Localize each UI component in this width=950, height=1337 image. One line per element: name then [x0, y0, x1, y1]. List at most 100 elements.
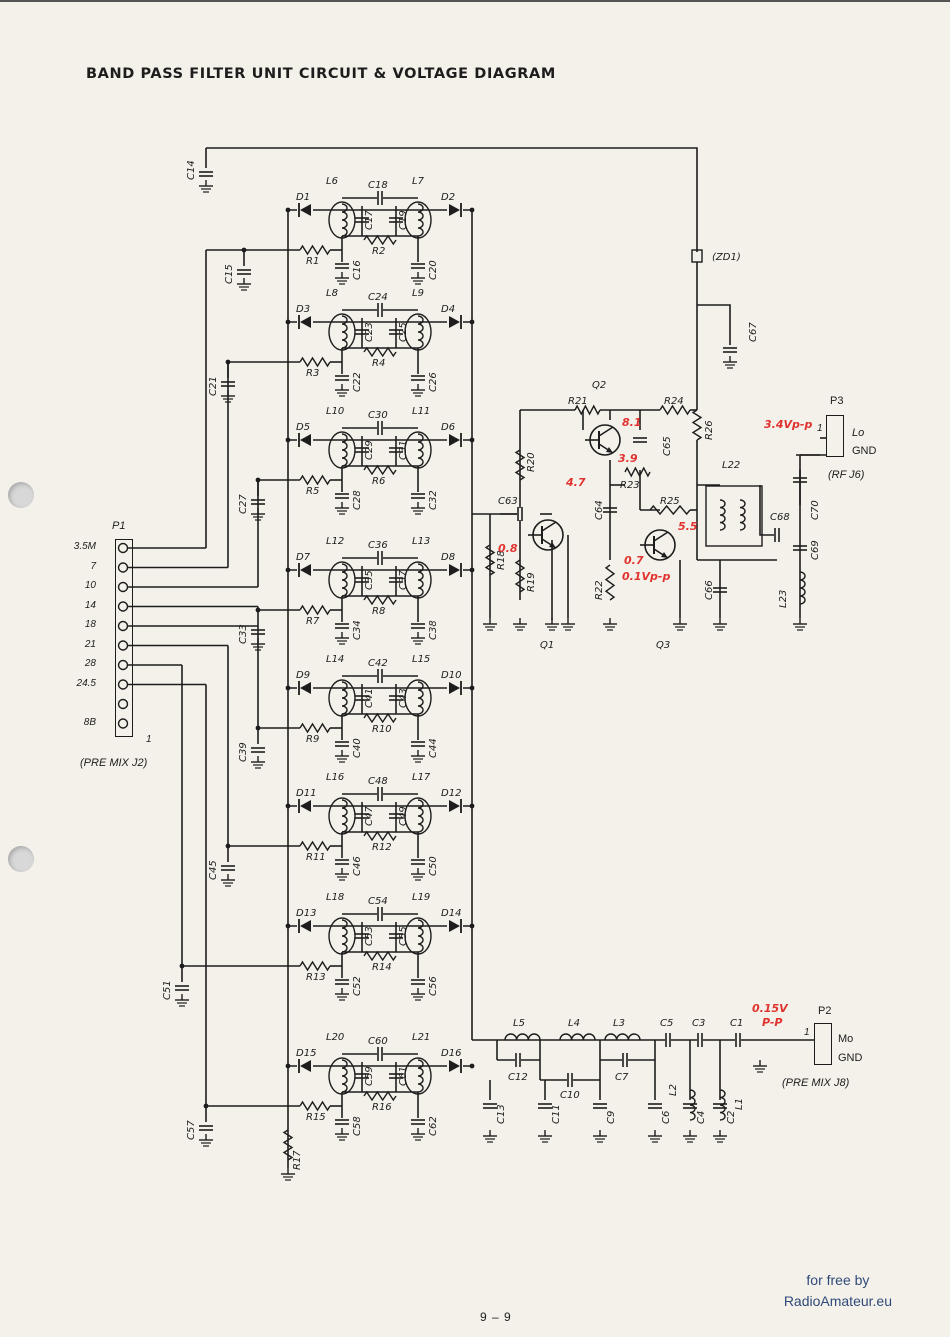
resistor [363, 346, 397, 358]
resistor-label: R13 [306, 972, 326, 983]
r26-label: R26 [704, 420, 715, 440]
ground-symbol [251, 756, 265, 769]
capacitor-label: C27 [238, 494, 249, 514]
voltage-p3-output: 3.4Vp-p [764, 418, 812, 431]
lowpass-coil [604, 1033, 641, 1041]
r25-label: R25 [660, 496, 680, 507]
capacitor-label: C35 [364, 570, 375, 590]
diode-label: D2 [441, 192, 455, 203]
junction-dot [285, 803, 291, 809]
coil-label: L13 [412, 536, 430, 547]
c68-label: C68 [770, 512, 790, 523]
coil-label: L11 [412, 406, 430, 417]
capacitor-label: C28 [352, 490, 363, 510]
ground-symbol [335, 272, 349, 285]
p1-pin-terminal [117, 698, 129, 710]
diode [297, 203, 313, 217]
l23-label: L23 [778, 590, 789, 608]
coupling-capacitor [377, 551, 383, 565]
ground-symbol [335, 632, 349, 645]
ground-symbol [673, 618, 687, 631]
coil-label: L7 [412, 176, 425, 187]
credit-line2[interactable]: RadioAmateur.eu [783, 1293, 892, 1309]
lowpass-coil-label: L5 [513, 1018, 525, 1029]
p2-label: P2 [818, 1005, 832, 1017]
p1-pin-label: 18 [84, 619, 96, 630]
capacitor-label: C33 [238, 624, 249, 644]
capacitor [335, 493, 349, 499]
capacitor-label: C44 [428, 738, 439, 758]
q3-label: Q3 [656, 640, 670, 651]
diode [447, 1059, 463, 1073]
lowpass-cap-label: C3 [692, 1018, 705, 1029]
diode-label: D11 [296, 788, 316, 799]
voltage-q3-collector: 5.5 [678, 520, 698, 533]
junction-dot [469, 1063, 475, 1069]
junction-dot [285, 567, 291, 573]
ground-symbol [175, 994, 189, 1007]
capacitor-c70 [793, 477, 807, 483]
coil-label: L6 [326, 176, 338, 187]
capacitor-label: C38 [428, 620, 439, 640]
ground-symbol [593, 1130, 607, 1143]
capacitor [355, 329, 369, 335]
l2-label: L2 [668, 1084, 679, 1096]
capacitor-label: C42 [368, 658, 388, 669]
ground-symbol [538, 1130, 552, 1143]
p1-pin-terminal [117, 601, 129, 612]
page-title: BAND PASS FILTER UNIT CIRCUIT & VOLTAGE … [86, 66, 556, 82]
lowpass-shunt-cap [515, 1053, 521, 1067]
coupling-capacitor [377, 421, 383, 435]
lowpass-series-cap [665, 1033, 671, 1047]
p1-pin-terminal [117, 718, 129, 729]
l1-label: L1 [734, 1098, 745, 1110]
ground-symbol [753, 1060, 767, 1073]
capacitor-label: C29 [364, 440, 375, 460]
resistor [363, 1090, 397, 1102]
ground-symbol [561, 618, 575, 631]
coil-label: L15 [412, 654, 430, 665]
coil [417, 433, 424, 467]
capacitor-label: C25 [398, 322, 409, 342]
coupling-capacitor [377, 787, 383, 801]
q1-label: Q1 [540, 640, 554, 651]
ground-symbol [411, 384, 425, 397]
capacitor [389, 217, 403, 223]
ground-symbol [713, 1130, 727, 1143]
lowpass-ground-cap [593, 1103, 607, 1109]
resistor [514, 449, 526, 481]
p1-pin-label: 28 [84, 658, 96, 669]
voltage-q1-base: 0.8 [498, 542, 518, 555]
r24-label: R24 [664, 396, 684, 407]
ground-symbol [199, 180, 213, 193]
capacitor-label: C39 [238, 742, 249, 762]
capacitor [411, 493, 425, 499]
capacitor [335, 375, 349, 381]
capacitor [411, 859, 425, 865]
capacitor-label: C30 [368, 410, 388, 421]
coil-label: L14 [326, 654, 344, 665]
resistor [363, 830, 397, 842]
coil-label: L21 [412, 1032, 430, 1043]
lowpass-cap-label: C1 [730, 1018, 743, 1029]
lowpass-shunt-cap [622, 1053, 628, 1067]
diode-label: D1 [296, 192, 310, 203]
capacitor [251, 747, 265, 753]
p2-body [814, 1023, 832, 1065]
junction-dot [285, 319, 291, 325]
p1-body [115, 539, 133, 737]
ground-symbol [335, 384, 349, 397]
resistor-label: R3 [306, 368, 319, 379]
p2-connector: P2 1 Mo GND (PRE MIX J8) [770, 1005, 890, 1100]
p1-pin-label: 7 [90, 560, 96, 572]
capacitor-label: C49 [398, 806, 409, 826]
junction-dot [285, 437, 291, 443]
diode [297, 799, 313, 813]
capacitor-label: C34 [352, 620, 363, 640]
diode-label: D14 [441, 908, 461, 919]
capacitor-c69 [793, 545, 807, 551]
capacitor [389, 933, 403, 939]
voltage-q3-base-pp: 0.1Vp-p [622, 570, 670, 583]
p1-pin-terminal [117, 659, 129, 671]
